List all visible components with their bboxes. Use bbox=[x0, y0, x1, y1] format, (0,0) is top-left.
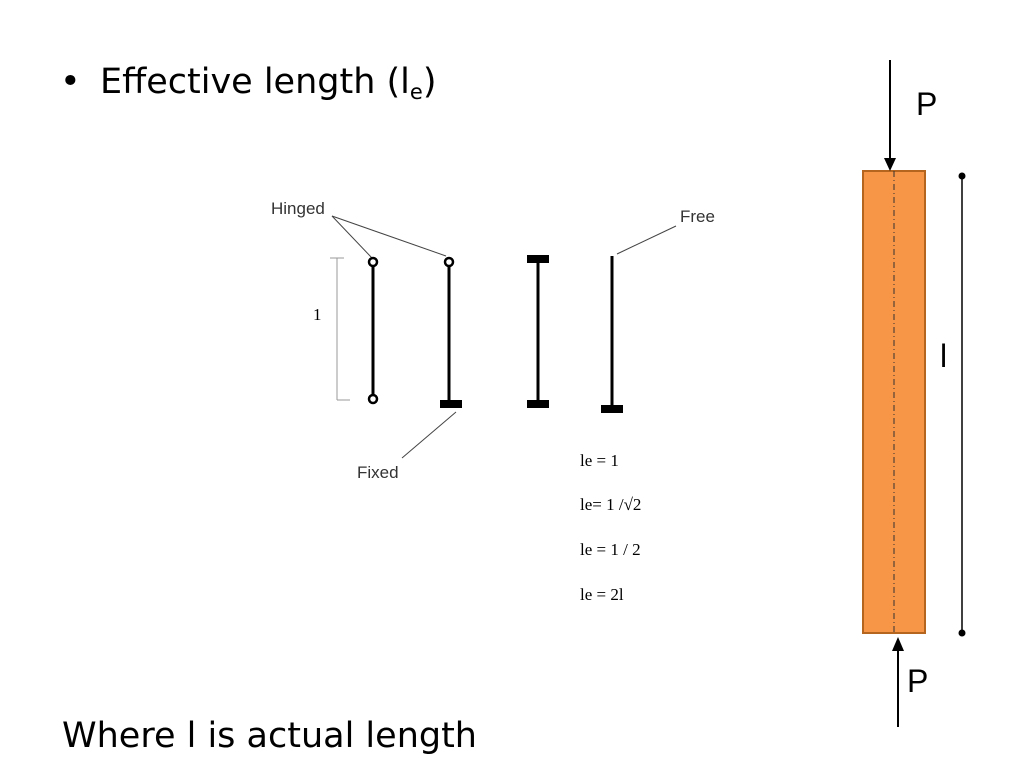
fixed-base-icon bbox=[601, 405, 623, 413]
hinge-bottom-icon bbox=[367, 393, 379, 405]
hinged-leader-2 bbox=[331, 215, 447, 257]
hinge-top-icon bbox=[367, 256, 379, 268]
bullet-close: ) bbox=[422, 62, 437, 102]
free-leader bbox=[616, 225, 677, 255]
label-length: 1 bbox=[313, 305, 322, 324]
bullet-subscript: e bbox=[409, 80, 423, 104]
formula-fixed-fixed: le = 1 / 2 bbox=[580, 540, 641, 559]
hinge-top-icon bbox=[443, 256, 455, 268]
dimension-bottom-dot-icon bbox=[958, 629, 966, 637]
footer-note: Where l is actual length bbox=[62, 716, 477, 756]
fixed-leader bbox=[401, 411, 457, 459]
formula-hinged-hinged: le = 1 bbox=[580, 451, 619, 470]
load-bottom-label: P bbox=[907, 663, 928, 699]
dimension-top-dot-icon bbox=[958, 172, 966, 180]
label-free: Free bbox=[680, 207, 715, 226]
column-length-label: l bbox=[940, 338, 947, 374]
label-fixed: Fixed bbox=[357, 463, 399, 482]
load-top-label: P bbox=[916, 86, 937, 122]
hinged-leader-1 bbox=[331, 215, 373, 259]
load-top-arrow-icon bbox=[884, 158, 896, 171]
fixed-base-icon bbox=[440, 400, 462, 408]
formula-fixed-free: le = 2l bbox=[580, 585, 624, 604]
label-hinged: Hinged bbox=[271, 199, 325, 218]
formula-hinged-fixed: le= 1 /√2 bbox=[580, 495, 641, 514]
load-bottom-arrow-icon bbox=[892, 637, 904, 651]
bullet-text: Effective length (l bbox=[100, 62, 410, 102]
bullet-effective-length: • Effective length (le) bbox=[60, 62, 436, 104]
bullet-point: • bbox=[60, 62, 81, 102]
fixed-base-icon bbox=[527, 400, 549, 408]
fixed-top-icon bbox=[527, 255, 549, 263]
